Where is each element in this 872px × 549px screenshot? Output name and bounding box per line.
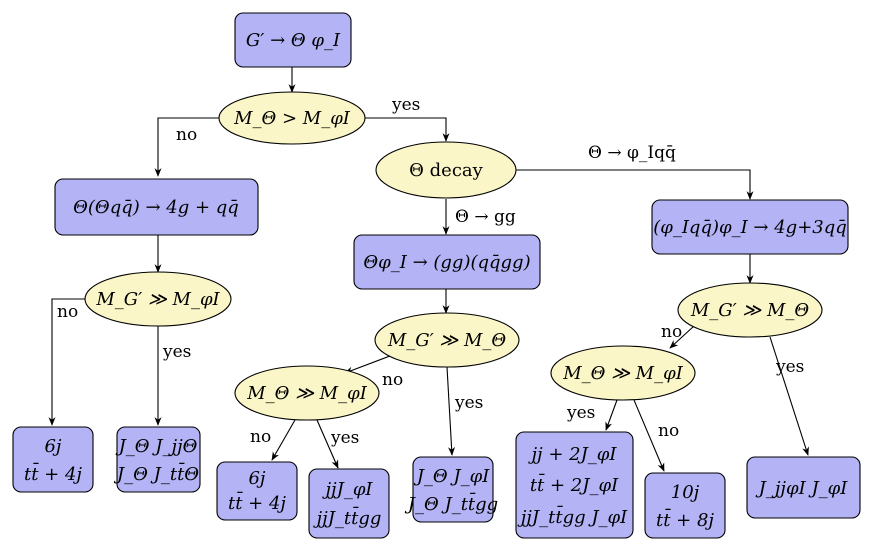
label-cmprightsub-yes: yes: [566, 403, 595, 423]
label-cmpmidsub-yes: yes: [330, 428, 359, 448]
nodes: G′ → Θ φ_I M_Θ > M_φI Θ decay Θ(Θqq̄) → …: [12, 12, 861, 539]
node-mass-comparison-right-sub: M_Θ ≫ M_φI: [550, 345, 696, 401]
node-mass-comparison-left: M_G′ ≫ M_φI: [84, 271, 232, 327]
edge-cmprightsub-yes: [605, 399, 618, 431]
node-mass-comparison-mid: M_G′ ≫ M_Θ: [374, 312, 520, 368]
leaf-5-line-2: J_Θ J_tt̄gg: [404, 491, 498, 515]
leaf-node-1: 6j tt̄ + 4j: [12, 426, 94, 493]
edge-labels: no yes Θ → gg Θ → φ_Iqq̄ no yes no yes n…: [57, 95, 804, 448]
label-cmpmidsub-no: no: [250, 427, 271, 447]
edge-cmpmid-yes: [446, 366, 456, 456]
node-cmp-mid-sub-text: M_Θ ≫ M_φI: [246, 383, 368, 404]
leaf-node-8: J_jjφI J_φI: [746, 456, 861, 519]
node-left-process: Θ(Θqq̄) → 4g + qq̄: [54, 178, 259, 236]
leaf-node-2: J_Θ J_jjΘ J_Θ J_tt̄Θ: [113, 426, 201, 493]
leaf-7-line-2: tt̄ + 8j: [656, 507, 714, 531]
leaf-2-line-1: J_Θ J_jjΘ: [115, 436, 198, 457]
leaf-node-5: J_Θ J_φI J_Θ J_tt̄gg: [404, 456, 498, 523]
label-cmp1-no: no: [176, 125, 197, 145]
edge-cmpright-no: [669, 325, 695, 349]
label-cmpleft-no: no: [57, 302, 78, 322]
node-theta-decay: Θ decay: [375, 141, 517, 199]
leaf-4-line-1: jjJ_φI: [321, 479, 373, 500]
node-mid-process-text: Θφ_I → (gg)(qq̄gg): [363, 252, 530, 273]
edge-cmp1-yes: [365, 117, 450, 142]
node-theta-decay-text: Θ decay: [409, 160, 483, 181]
leaf-5-line-1: J_Θ J_φI: [413, 466, 491, 487]
leaf-3-line-2: tt̄ + 4j: [228, 490, 286, 514]
edge-cmprightsub-no: [633, 399, 665, 472]
node-root-text: G′ → Θ φ_I: [246, 30, 341, 51]
label-cmpright-no: no: [661, 322, 682, 342]
node-left-process-text: Θ(Θqq̄) → 4g + qq̄: [73, 197, 239, 218]
leaf-7-line-1: 10j: [671, 482, 700, 503]
node-mass-comparison-top: M_Θ > M_φI: [218, 91, 366, 145]
leaf-node-7: 10j tt̄ + 8j: [644, 472, 726, 539]
node-root: G′ → Θ φ_I: [234, 12, 352, 68]
node-cmp-mid-text: M_G′ ≫ M_Θ: [387, 330, 507, 351]
leaf-1-line-2: tt̄ + 4j: [24, 461, 82, 485]
edge-cmp1-no: [154, 117, 220, 177]
edge-cmpmidsub-yes: [316, 419, 339, 469]
node-right-process: (φ_Iqq̄)φ_I → 4g+3qq̄: [651, 199, 849, 255]
node-cmp-right-text: M_G′ ≫ M_Θ: [690, 300, 810, 321]
edge-cmpmidsub-no: [271, 419, 296, 461]
label-cmpmid-no: no: [382, 370, 403, 390]
label-cmpmid-yes: yes: [454, 393, 483, 413]
leaf-3-line-1: 6j: [248, 468, 265, 489]
node-cmp1-text: M_Θ > M_φI: [233, 108, 351, 129]
leaf-node-4: jjJ_φI jjJ_tt̄gg: [308, 468, 390, 539]
leaf-node-6: jj + 2J_φI tt̄ + 2J_φI jjJ_tt̄gg J_φI: [515, 431, 634, 539]
leaf-6-line-3: jjJ_tt̄gg J_φI: [517, 504, 628, 528]
leaf-2-line-2: J_Θ J_tt̄Θ: [113, 461, 199, 485]
edge-decay-phi: [516, 169, 754, 200]
node-mid-process: Θφ_I → (gg)(qq̄gg): [353, 234, 541, 290]
node-mass-comparison-right: M_G′ ≫ M_Θ: [677, 282, 823, 338]
node-cmp-left-text: M_G′ ≫ M_φI: [95, 289, 220, 310]
leaf-node-3: 6j tt̄ + 4j: [216, 461, 298, 521]
label-cmpright-yes: yes: [775, 357, 804, 377]
label-decay-phi: Θ → φ_Iqq̄: [588, 143, 676, 163]
node-right-process-text: (φ_Iqq̄)φ_I → 4g+3qq̄: [653, 217, 847, 238]
leaf-1-line-1: 6j: [44, 436, 61, 457]
edge-cmpleft-no: [48, 298, 85, 426]
label-cmpleft-yes: yes: [162, 342, 191, 362]
edge-cmpright-yes: [769, 336, 809, 456]
edge-cmpmid-no: [344, 355, 391, 374]
node-cmp-right-sub-text: M_Θ ≫ M_φI: [562, 363, 684, 384]
edges: [48, 67, 809, 472]
node-mass-comparison-mid-sub: M_Θ ≫ M_φI: [234, 365, 380, 421]
leaf-4-line-2: jjJ_tt̄gg: [313, 505, 382, 529]
label-decay-gg: Θ → gg: [455, 207, 516, 227]
leaf-6-line-2: tt̄ + 2J_φI: [530, 472, 619, 496]
leaf-8-text: J_jjφI J_φI: [755, 478, 849, 499]
label-cmprightsub-no: no: [658, 421, 679, 441]
leaf-6-line-1: jj + 2J_φI: [527, 444, 617, 465]
label-cmp1-yes: yes: [391, 95, 420, 115]
